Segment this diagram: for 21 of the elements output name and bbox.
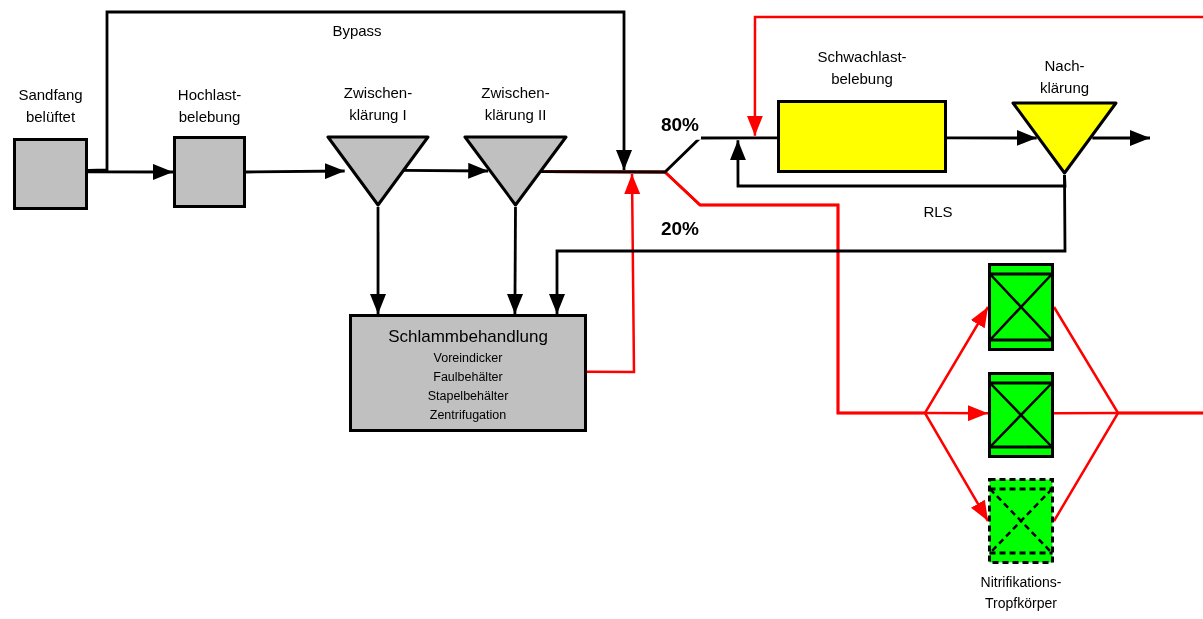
flow-arrow: [587, 174, 641, 374]
flow-arrow: [370, 207, 387, 314]
node-label: Nach- klärung: [1038, 56, 1091, 98]
node-label: Zwischen- klärung II: [480, 83, 551, 125]
flow-arrow: [402, 162, 489, 179]
node-label: Sandfang belüftet: [17, 85, 84, 127]
flow-arrow: [1092, 130, 1150, 146]
flow-arrow: [88, 163, 173, 180]
box-title: Schlammbehandlung: [388, 326, 548, 348]
flow-arrow: [549, 175, 1067, 314]
group-caption: Nitrifikations- Tropfkörper: [979, 573, 1063, 613]
box-text: Voreindicker Faulbehälter Stapelbehälter Zentrifugation: [426, 350, 510, 424]
node-label: Zwischen- klärung I: [342, 83, 414, 125]
node-label: Schwachlast- belebung: [816, 47, 908, 89]
process-box: [349, 314, 587, 432]
flow-arrow: [947, 130, 1037, 146]
node-label: Hochlast- belebung: [176, 85, 243, 127]
flow-arrow: [246, 163, 345, 180]
flow-arrow: [507, 207, 523, 314]
flow-arrow: [87, 10, 632, 172]
flow-arrow: [746, 15, 1203, 136]
